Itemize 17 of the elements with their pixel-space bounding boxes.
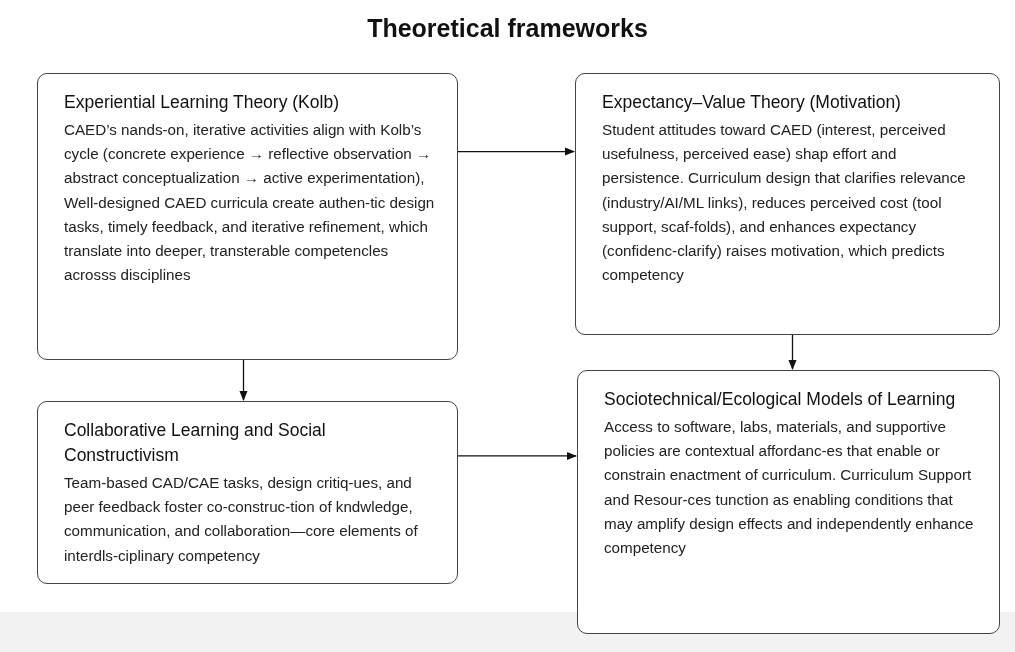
box-description: CAED’s nands-on, iterative activities align with Kolb’s cycle (concrete experience → reflective observation → abstract conceptualization → active experimentation), Well-designed CAED curricula create authen-tic design tasks, timely feedback, and iterative refinement, which translate into deeper, transterable competencles acrosss disciplines bbox=[64, 120, 436, 286]
box-description: Team-based CAD/CAE tasks, design critiq-ues, and peer feedback foster co-construc-tion of kndwledge, communication, and collaboration—core elements of interdls-ciplinary competency bbox=[64, 473, 419, 566]
arrow bbox=[457, 147, 576, 156]
arrow bbox=[457, 451, 578, 461]
box-description: Student attitudes toward CAED (interest, perceived usefulness, perceived ease) shap effort and persistence. Curriculum design that clarifies relevance (industry/AI/ML links), reduces perceived cost (tool support, scaf-folds), and enhances expectancy (confidenc-clarify) raises motivation, which predicts competency bbox=[602, 120, 967, 286]
framework-box bbox=[37, 401, 458, 584]
box-heading: Expectancy–Value Theory (Motivation) bbox=[602, 91, 902, 114]
framework-box bbox=[575, 73, 1000, 335]
diagram-title: Theoretical frameworks bbox=[367, 14, 648, 43]
box-heading: Sociotechnical/Ecological Models of Learning bbox=[604, 388, 957, 411]
arrow bbox=[239, 359, 248, 402]
framework-box bbox=[37, 73, 458, 360]
framework-box bbox=[577, 370, 1000, 634]
box-description: Access to software, labs, materials, and supportive policies are contextual affordanc-es that enable or constrain enactment of curriculum. Curriculum Support and Resour-ces tunction as enabling conditions that may amplify design effects and independently enhance competency bbox=[604, 417, 975, 558]
box-heading: Collaborative Learning and Social Constructivism bbox=[64, 419, 327, 467]
box-heading: Experiential Learning Theory (Kolb) bbox=[64, 91, 340, 114]
arrow bbox=[788, 334, 797, 371]
